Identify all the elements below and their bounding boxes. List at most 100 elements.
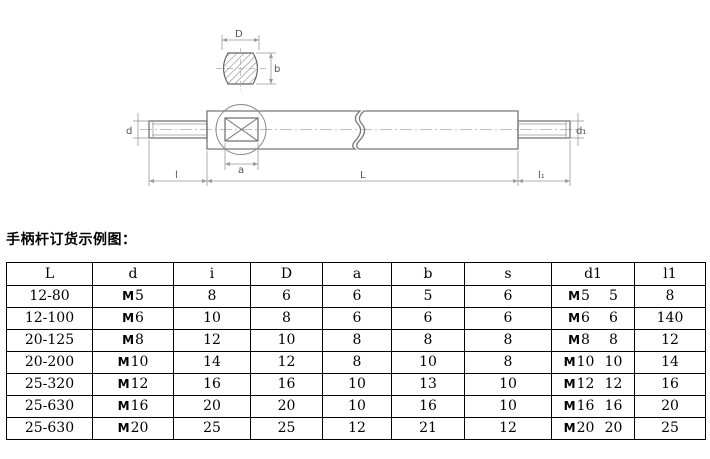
cell-a: 6	[322, 307, 392, 330]
cell-d: M5	[92, 285, 174, 308]
cell-D: 12	[250, 351, 323, 374]
thread-size: 5	[581, 288, 590, 304]
cell-D: 10	[250, 329, 323, 352]
thread-size: 8	[581, 332, 590, 348]
cell-i: 20	[173, 395, 251, 418]
cell-a: 8	[322, 329, 392, 352]
d1-value: 12	[604, 376, 623, 392]
cell-i: 16	[173, 373, 251, 396]
thread-symbol: M	[117, 399, 130, 413]
cell-d: M8	[92, 329, 174, 352]
cell-l1: 16	[634, 373, 706, 396]
cell-a: 6	[322, 285, 392, 308]
dim-label-l1: l₁	[538, 170, 545, 181]
cell-d: M6	[92, 307, 174, 330]
d1-value: 8	[609, 332, 618, 348]
cell-a: 8	[322, 351, 392, 374]
cell-L: 20-200	[6, 351, 93, 374]
header-a: a	[322, 262, 392, 286]
cell-i: 12	[173, 329, 251, 352]
thread-symbol: M	[563, 399, 576, 413]
thread-size: 6	[135, 310, 144, 326]
thread-symbol: M	[122, 289, 135, 303]
cross-section-view: D b	[216, 29, 280, 90]
cell-b: 21	[391, 417, 465, 440]
d1-value: 6	[609, 310, 618, 326]
rod-side-view: d d₁	[126, 104, 586, 155]
thread-size: 16	[576, 398, 595, 414]
order-example-caption: 手柄杆订货示例图：	[6, 232, 137, 248]
d1-value: 20	[604, 420, 623, 436]
thread-size: 10	[130, 354, 149, 370]
d1-value: 16	[604, 398, 623, 414]
cell-D: 8	[250, 307, 323, 330]
cell-D: 16	[250, 373, 323, 396]
header-D: D	[250, 262, 323, 286]
cell-d: M16	[92, 395, 174, 418]
header-d: d	[92, 262, 174, 286]
length-dimensions: a l L l₁	[148, 140, 571, 186]
cell-s: 12	[464, 417, 552, 440]
cell-s: 6	[464, 285, 552, 308]
dim-label-D: D	[235, 29, 243, 40]
thread-symbol: M	[568, 333, 581, 347]
thread-size: 16	[130, 398, 149, 414]
d1-value: 5	[609, 288, 618, 304]
cell-l1: 12	[634, 329, 706, 352]
cell-b: 5	[391, 285, 465, 308]
thread-symbol: M	[117, 355, 130, 369]
dim-label-d1: d₁	[576, 126, 586, 137]
cell-b: 8	[391, 329, 465, 352]
cell-D: 6	[250, 285, 323, 308]
cell-l1: 25	[634, 417, 706, 440]
cell-L: 20-125	[6, 329, 93, 352]
thread-symbol: M	[563, 421, 576, 435]
cell-l1: 14	[634, 351, 706, 374]
thread-size: 10	[576, 354, 595, 370]
cell-d: M10	[92, 351, 174, 374]
cell-L: 12-100	[6, 307, 93, 330]
thread-symbol: M	[117, 377, 130, 391]
cell-i: 14	[173, 351, 251, 374]
thread-symbol: M	[563, 377, 576, 391]
thread-symbol: M	[122, 311, 135, 325]
cell-a: 10	[322, 395, 392, 418]
d1-value: 10	[604, 354, 623, 370]
thread-size: 20	[130, 420, 149, 436]
cell-s: 8	[464, 329, 552, 352]
cell-i: 25	[173, 417, 251, 440]
header-l1: l1	[634, 262, 706, 286]
header-s: s	[464, 262, 552, 286]
cell-L: 25-320	[6, 373, 93, 396]
thread-size: 20	[576, 420, 595, 436]
cell-a: 10	[322, 373, 392, 396]
cell-l1: 140	[634, 307, 706, 330]
thread-symbol: M	[117, 421, 130, 435]
cell-D: 25	[250, 417, 323, 440]
cell-D: 20	[250, 395, 323, 418]
thread-symbol: M	[122, 333, 135, 347]
cell-d: M12	[92, 373, 174, 396]
cell-b: 6	[391, 307, 465, 330]
thread-size: 12	[576, 376, 595, 392]
thread-size: 12	[130, 376, 149, 392]
cell-i: 8	[173, 285, 251, 308]
cell-s: 10	[464, 373, 552, 396]
cell-d: M20	[92, 417, 174, 440]
cell-L: 12-80	[6, 285, 93, 308]
header-b: b	[391, 262, 465, 286]
thread-size: 8	[135, 332, 144, 348]
handle-rod-drawing: D b d	[126, 29, 586, 186]
cell-i: 10	[173, 307, 251, 330]
